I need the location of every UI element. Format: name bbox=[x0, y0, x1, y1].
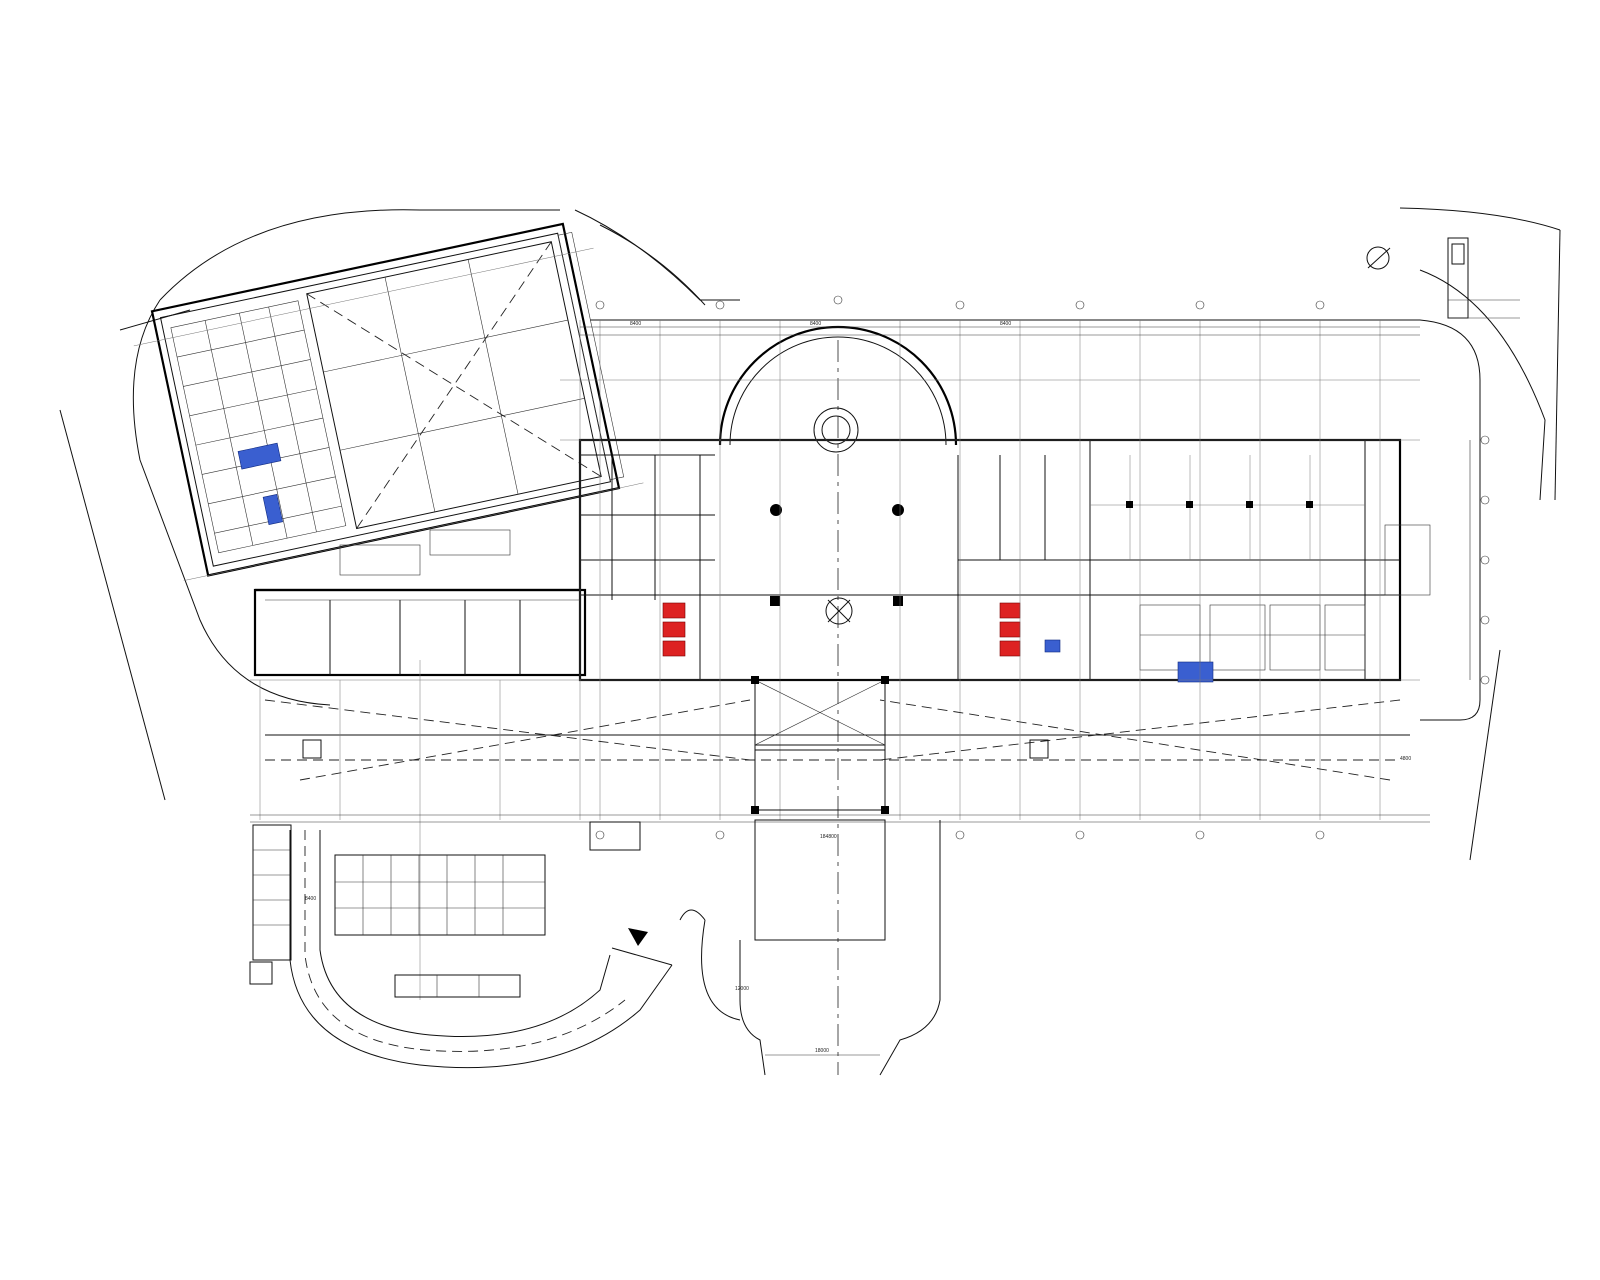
ramp-road bbox=[289, 830, 706, 1069]
fire-hydrant-3 bbox=[662, 640, 686, 657]
fire-hydrant-6 bbox=[999, 640, 1021, 657]
dim-drive-depth: 12000 bbox=[735, 986, 749, 992]
equipment-blue-2 bbox=[262, 494, 283, 526]
equipment-blue-4 bbox=[1177, 661, 1214, 683]
entrance-vestibule bbox=[825, 597, 853, 625]
dim-parking-depth: 8400 bbox=[305, 896, 316, 902]
site-entrance-arrow-icon bbox=[628, 928, 648, 946]
fire-hydrant-1 bbox=[662, 602, 686, 619]
dim-top-1: 8400 bbox=[630, 321, 641, 327]
dim-top-2: 8400 bbox=[810, 321, 821, 327]
grid-bubbles bbox=[595, 295, 1490, 840]
north-arrow-icon bbox=[1366, 246, 1391, 270]
fire-hydrant-2 bbox=[662, 621, 686, 638]
equipment-blue-1 bbox=[237, 442, 282, 470]
gatehouse bbox=[1447, 237, 1520, 319]
dimension-strings: 8400 8400 8400 184800 4800 bbox=[250, 321, 1471, 840]
forecourt: 18000 12000 bbox=[264, 676, 1401, 1076]
site-boundary bbox=[59, 207, 1561, 861]
dim-drive-width: 18000 bbox=[815, 1048, 829, 1054]
structural-grid bbox=[250, 320, 1420, 1000]
dim-top-3: 8400 bbox=[1000, 321, 1011, 327]
main-building bbox=[253, 325, 1431, 1075]
left-wing-building bbox=[133, 222, 644, 581]
equipment-blue-3 bbox=[1044, 639, 1061, 653]
fire-hydrant-5 bbox=[999, 621, 1021, 638]
fire-hydrant-4 bbox=[999, 602, 1021, 619]
dim-right-total: 4800 bbox=[1400, 756, 1411, 762]
parking-area: 8400 bbox=[249, 824, 546, 998]
dim-bottom-total: 184800 bbox=[820, 834, 837, 840]
